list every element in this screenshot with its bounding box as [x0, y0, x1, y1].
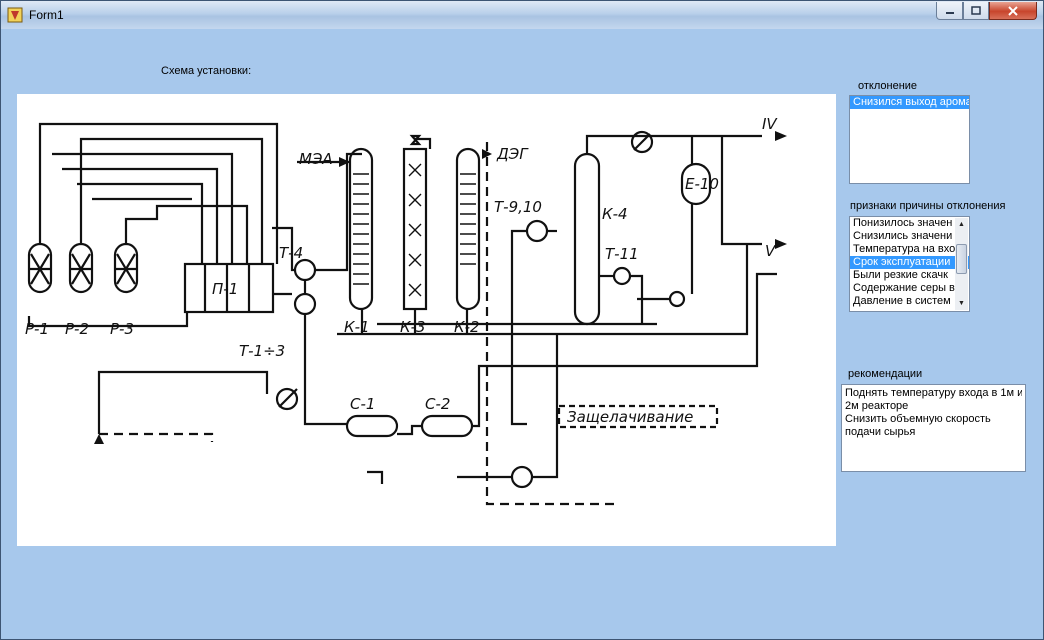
causes-label: признаки причины отклонения [850, 200, 1006, 212]
label-k1: К-1 [344, 318, 370, 336]
label-k3: К-3 [400, 318, 426, 336]
label-alkali: Защелачивание [567, 408, 693, 426]
causes-scrollbar[interactable]: ▲ ▼ [955, 218, 968, 310]
memo-line: 2м реакторе [845, 400, 909, 412]
reactor-r3 [113, 242, 139, 294]
memo-line: подачи сырья [845, 426, 916, 438]
arrow-v-icon [775, 239, 787, 249]
causes-listbox[interactable]: Понизилось значен Снизились значени Темп… [849, 216, 970, 312]
list-item[interactable]: Снизился выход арома [850, 96, 969, 109]
process-flow-diagram: Р-1 Р-2 Р-3 П-1 Т-4 Т-1÷3 МЭА К-1 К-3 К-… [25, 115, 787, 506]
minimize-icon [945, 11, 954, 14]
scheme-label: Схема установки: [161, 65, 252, 77]
label-r2: Р-2 [65, 320, 89, 338]
memo-line: Снизить объемную скорость [845, 413, 991, 425]
title-bar[interactable]: Form1 [1, 1, 1043, 29]
deviation-listbox[interactable]: Снизился выход арома [849, 95, 970, 184]
label-e10: Е-10 [685, 175, 719, 193]
label-t13: Т-1÷3 [239, 342, 285, 360]
label-furnace: П-1 [212, 280, 238, 298]
list-item[interactable]: Содержание серы в [853, 282, 955, 294]
close-icon [1008, 5, 1018, 16]
minimize-button[interactable] [936, 2, 963, 20]
label-mea: МЭА [299, 150, 333, 168]
recommendations-label: рекомендации [848, 368, 923, 380]
label-t11: Т-11 [605, 245, 639, 263]
list-item[interactable]: Понизилось значен [853, 217, 953, 229]
arrow-iv-icon [775, 131, 787, 141]
label-deg: ДЭГ [496, 145, 529, 163]
list-item[interactable]: Давление в систем [853, 295, 951, 307]
label-c1: С-1 [350, 395, 375, 413]
label-c2: С-2 [425, 395, 450, 413]
maximize-button[interactable] [963, 2, 989, 20]
label-t4: Т-4 [279, 244, 303, 262]
label-k2: К-2 [454, 318, 480, 336]
scheme-image: Р-1 Р-2 Р-3 П-1 Т-4 Т-1÷3 МЭА К-1 К-3 К-… [17, 94, 836, 546]
memo-line: Поднять температуру входа в 1м и [845, 387, 1022, 399]
scroll-thumb[interactable] [956, 244, 967, 274]
deviation-label: отклонение [858, 80, 918, 92]
delphi-app-icon [7, 7, 23, 23]
list-item[interactable]: Срок эксплуатации [850, 256, 969, 269]
label-k4: К-4 [602, 205, 628, 223]
label-r3: Р-3 [110, 320, 134, 338]
list-item[interactable]: Температура на вхо [853, 243, 956, 255]
close-button[interactable] [989, 2, 1037, 20]
maximize-icon [971, 6, 981, 15]
scroll-down-icon[interactable]: ▼ [958, 300, 965, 307]
reactor-r1 [27, 242, 53, 294]
list-item[interactable]: Были резкие скачк [853, 269, 948, 281]
label-iv: IV [762, 115, 778, 133]
label-t910: Т-9,10 [494, 198, 542, 216]
list-item[interactable]: Снизились значени [853, 230, 953, 242]
label-r1: Р-1 [25, 320, 49, 338]
window-title: Form1 [29, 8, 64, 22]
scroll-up-icon[interactable]: ▲ [958, 221, 965, 228]
reactor-r2 [68, 242, 94, 294]
label-v: V [765, 242, 777, 260]
recommendations-memo[interactable]: Поднять температуру входа в 1м и 2м реак… [841, 384, 1026, 472]
